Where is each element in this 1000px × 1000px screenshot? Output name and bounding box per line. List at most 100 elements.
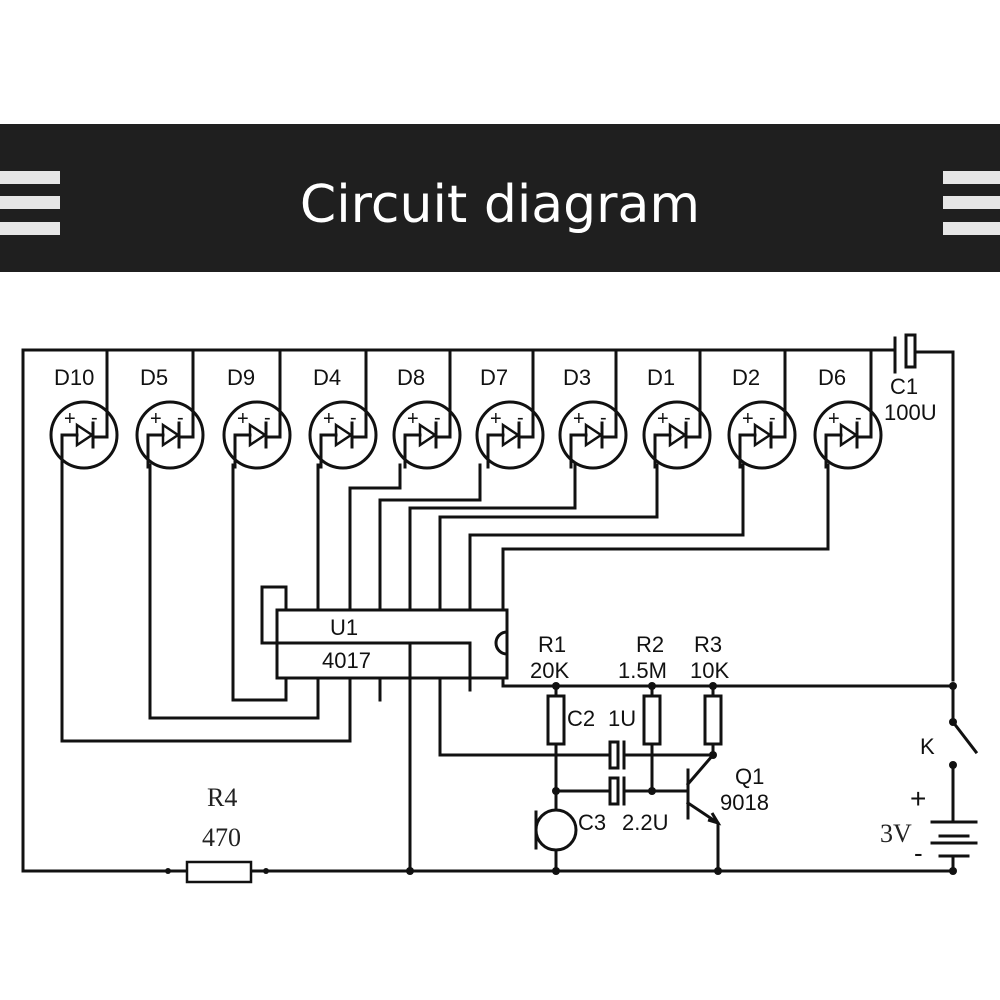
- led-ref-label: D2: [732, 365, 760, 390]
- banner-stripe-left-2: [0, 196, 60, 209]
- diode-icon: [668, 422, 688, 448]
- led-body-icon: [308, 400, 378, 470]
- led-d10: +- D10: [49, 348, 119, 470]
- led-minus-label: -: [264, 407, 271, 429]
- r4-value-label: 470: [202, 823, 241, 852]
- battery-minus-label: -: [914, 838, 923, 868]
- led-ref-label: D9: [227, 365, 255, 390]
- led-ref-label: D8: [397, 365, 425, 390]
- led-minus-label: -: [855, 407, 862, 429]
- led-d2: +-D2: [727, 348, 797, 470]
- q1-part-label: 9018: [720, 790, 769, 815]
- capacitor-c3: [554, 776, 688, 806]
- banner-stripe-right-2: [943, 196, 1000, 209]
- led-minus-label: -: [517, 407, 524, 429]
- led-body-icon: [558, 400, 628, 470]
- led-plus-label: +: [150, 408, 162, 430]
- wire-d3-to-u1: [408, 463, 577, 612]
- led-body-icon: [49, 400, 119, 470]
- wire-d6-to-u1: [501, 463, 830, 612]
- led-minus-label: -: [769, 407, 776, 429]
- r3-value-label: 10K: [690, 658, 729, 683]
- wire-d7-to-u1: [378, 463, 482, 612]
- diode-icon: [501, 422, 521, 448]
- transistor-q1: [685, 752, 722, 873]
- wire-d8-to-u1: [348, 463, 402, 612]
- led-ref-label: D7: [480, 365, 508, 390]
- c3-ref-label: C3: [578, 810, 606, 835]
- c2-value-label: 1U: [608, 706, 636, 731]
- banner-stripe-left-3: [0, 222, 60, 235]
- wire-d1-to-u1: [438, 463, 659, 612]
- led-body-icon: [135, 400, 205, 470]
- r1-value-label: 20K: [530, 658, 569, 683]
- led-plus-label: +: [657, 408, 669, 430]
- battery-plus-label: +: [910, 783, 926, 814]
- led-plus-label: +: [490, 408, 502, 430]
- led-ref-label: D1: [647, 365, 675, 390]
- microphone-icon: [534, 789, 578, 873]
- r1-ref-label: R1: [538, 632, 566, 657]
- led-d1: +-D1: [642, 348, 712, 470]
- resistor-r3: [703, 684, 723, 757]
- led-minus-label: -: [91, 407, 98, 429]
- led-group: +-D10+-D5+-D9+-D4+-D8+-D7+-D3+-D1+-D2+-D…: [49, 348, 883, 470]
- diode-icon: [248, 422, 268, 448]
- left-rail-wire: [21, 348, 187, 873]
- r4-ref-label: R4: [207, 783, 237, 812]
- diode-icon: [334, 422, 354, 448]
- switch-k-label: K: [920, 734, 935, 759]
- banner-stripe-left-1: [0, 171, 60, 184]
- c1-ref-label: C1: [890, 374, 918, 399]
- led-body-icon: [222, 400, 292, 470]
- led-plus-label: +: [64, 408, 76, 430]
- led-plus-label: +: [573, 408, 585, 430]
- wire-d2-to-u1: [468, 463, 745, 612]
- wire-d9-to-u1: [231, 463, 288, 702]
- diode-icon: [753, 422, 773, 448]
- led-d3: +-D3: [558, 348, 628, 470]
- ic-u1: [260, 585, 955, 873]
- led-plus-label: +: [742, 408, 754, 430]
- battery-value-label: 3V: [880, 819, 912, 848]
- c1-value-label: 100U: [884, 400, 937, 425]
- led-ref-label: D10: [54, 365, 94, 390]
- led-minus-label: -: [350, 407, 357, 429]
- led-plus-label: +: [323, 408, 335, 430]
- diode-icon: [839, 422, 859, 448]
- led-body-icon: [475, 400, 545, 470]
- switch-k: [949, 684, 979, 824]
- capacitor-c2: [553, 740, 715, 770]
- c3-value-label: 2.2U: [622, 810, 668, 835]
- led-minus-label: -: [684, 407, 691, 429]
- led-body-icon: [642, 400, 712, 470]
- led-d7: +-D7: [475, 348, 545, 470]
- c2-ref-label: C2: [567, 706, 595, 731]
- led-d8: +-D8: [392, 348, 462, 470]
- led-ref-label: D4: [313, 365, 341, 390]
- wire-d5-to-u1: [148, 463, 320, 720]
- page-title: Circuit diagram: [299, 175, 701, 235]
- diode-icon: [418, 422, 438, 448]
- led-ref-label: D3: [563, 365, 591, 390]
- battery-3v: [930, 820, 978, 873]
- banner-stripe-right-3: [943, 222, 1000, 235]
- banner-stripe-right-1: [943, 171, 1000, 184]
- led-body-icon: [727, 400, 797, 470]
- wire-d10-to-u1: [60, 463, 352, 743]
- led-d9: +-D9: [222, 348, 292, 470]
- diode-icon: [75, 422, 95, 448]
- r3-ref-label: R3: [694, 632, 722, 657]
- led-minus-label: -: [434, 407, 441, 429]
- led-ref-label: D5: [140, 365, 168, 390]
- r2-value-label: 1.5M: [618, 658, 667, 683]
- resistor-r4: [165, 860, 269, 884]
- diode-icon: [161, 422, 181, 448]
- q1-ref-label: Q1: [735, 764, 764, 789]
- led-d5: +-D5: [135, 348, 205, 470]
- u1-part-label: 4017: [322, 648, 371, 673]
- led-plus-label: +: [407, 408, 419, 430]
- diode-icon: [584, 422, 604, 448]
- capacitor-c1: [893, 333, 955, 682]
